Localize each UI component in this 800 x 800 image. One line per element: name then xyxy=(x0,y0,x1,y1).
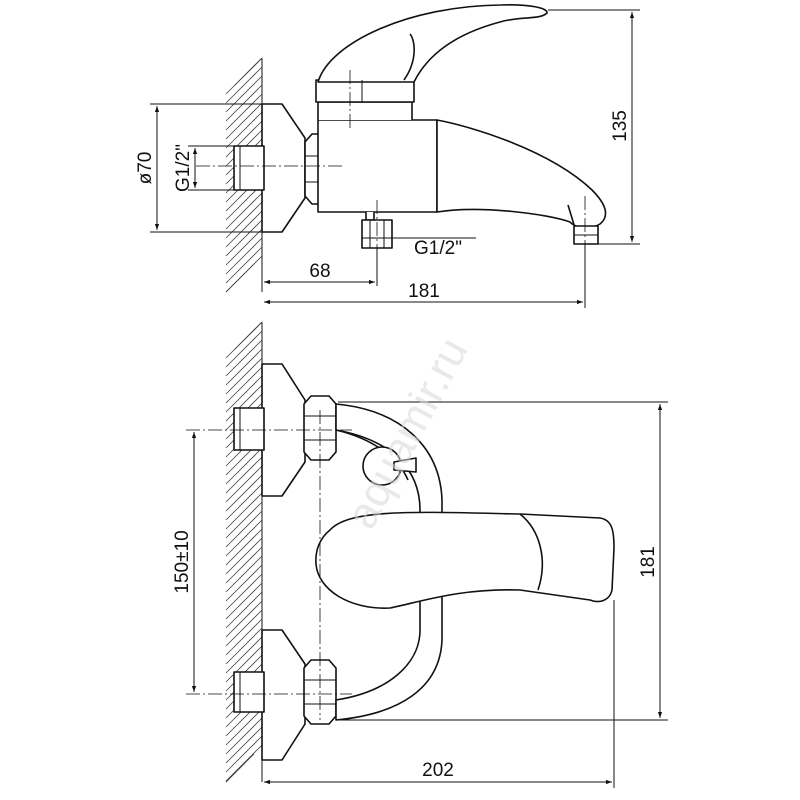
dim-outlet-offset: 68 xyxy=(309,261,330,282)
wall-hatch-front xyxy=(225,321,263,783)
side-view: ø70 G1/2" G1/2" 68 181 135 xyxy=(135,4,640,308)
cartridge-top-side xyxy=(315,79,415,103)
dim-thread-inlet: G1/2" xyxy=(173,144,194,192)
inlet-stub-lower xyxy=(233,671,265,713)
dim-height: 135 xyxy=(610,110,631,142)
dim-front-height: 181 xyxy=(638,546,659,578)
wall-flange-side xyxy=(261,103,306,233)
lever-handle-side xyxy=(317,4,548,83)
dim-depth: 181 xyxy=(408,281,440,302)
dim-flange-diameter: ø70 xyxy=(135,152,156,185)
inlet-stub-side xyxy=(233,145,265,191)
front-view: 150±10 181 202 xyxy=(172,321,668,788)
dim-width: 202 xyxy=(422,760,454,781)
lever-grip-side xyxy=(403,33,415,81)
dim-inlet-spacing: 150±10 xyxy=(172,530,193,593)
mixer-body-front xyxy=(335,403,443,721)
cartridge-collar-side xyxy=(317,101,413,120)
shower-outlet-side xyxy=(365,212,375,221)
wall-flange-lower xyxy=(261,629,306,761)
inlet-stub-upper xyxy=(233,407,265,451)
dim-thread-outlet: G1/2" xyxy=(414,238,462,259)
spout-side xyxy=(436,119,607,229)
